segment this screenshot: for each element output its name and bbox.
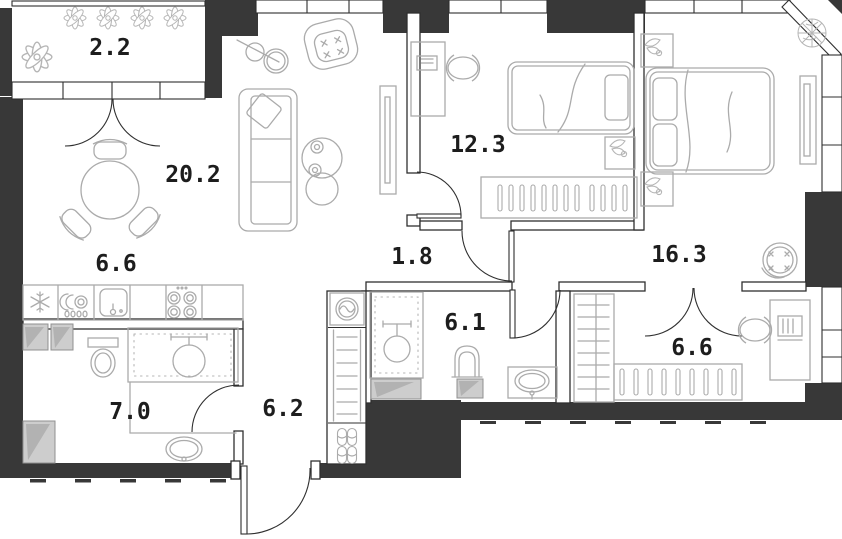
exterior-walls bbox=[0, 0, 842, 483]
kitchen-sink-icon bbox=[99, 288, 128, 317]
balcony-double-door bbox=[64, 98, 161, 147]
label-balcony: 2.2 bbox=[89, 35, 131, 61]
drying-rack bbox=[332, 329, 362, 422]
desk bbox=[410, 41, 446, 117]
room-closet bbox=[573, 293, 811, 403]
sofa bbox=[238, 88, 298, 232]
stove-icon bbox=[167, 286, 197, 319]
wardrobe-hangers bbox=[497, 184, 628, 212]
room-bedroom-1 bbox=[410, 41, 638, 219]
nightstand-bottom bbox=[640, 171, 674, 207]
label-bathroom-2: 7.0 bbox=[109, 399, 151, 425]
room-bedroom-2 bbox=[640, 18, 827, 279]
round-chair bbox=[761, 242, 798, 279]
label-entrance: 6.2 bbox=[262, 396, 304, 422]
mirror bbox=[799, 75, 817, 165]
sink bbox=[507, 366, 558, 400]
entrance-door bbox=[240, 465, 311, 535]
sink bbox=[129, 381, 237, 462]
closet-desk-chair bbox=[737, 316, 773, 344]
interior-walls bbox=[22, 12, 807, 480]
room-bathroom-1 bbox=[369, 291, 558, 400]
dining-set bbox=[55, 138, 165, 245]
wall-ticks bbox=[30, 421, 766, 483]
kitchen-counter bbox=[22, 284, 244, 321]
label-hallway: 1.8 bbox=[391, 244, 433, 270]
dish-rack-icon bbox=[59, 293, 88, 318]
service-shafts bbox=[22, 323, 484, 464]
window-right-upper bbox=[821, 54, 842, 193]
room-labels: 2.2 20.2 12.3 6.6 1.8 16.3 6.1 6.6 7.0 6… bbox=[89, 35, 713, 425]
closet-double-door bbox=[644, 287, 743, 337]
doors bbox=[64, 98, 743, 535]
single-bed bbox=[507, 61, 635, 135]
hall-corridor-door bbox=[461, 230, 515, 283]
window-top-bedroom1 bbox=[448, 0, 548, 14]
room-kitchen bbox=[22, 284, 244, 321]
plant bbox=[797, 18, 827, 48]
label-bathroom-1: 6.1 bbox=[444, 310, 486, 336]
label-bedroom-2: 16.3 bbox=[651, 242, 706, 268]
label-kitchen: 6.6 bbox=[95, 251, 137, 277]
window-top-living bbox=[255, 0, 384, 14]
fridge-icon bbox=[30, 291, 50, 313]
balcony-rail bbox=[11, 0, 206, 7]
room-bathroom-2 bbox=[87, 327, 239, 462]
balcony-door-band bbox=[11, 81, 206, 100]
tv-console bbox=[379, 85, 397, 195]
shower bbox=[127, 327, 239, 383]
closet-desk bbox=[769, 299, 811, 381]
label-living: 20.2 bbox=[165, 162, 220, 188]
window-right-lower bbox=[821, 286, 842, 384]
double-bed bbox=[645, 67, 775, 175]
laundry-column bbox=[328, 292, 366, 465]
shower bbox=[369, 291, 424, 379]
bedroom1-door bbox=[416, 171, 462, 219]
windows bbox=[11, 0, 842, 384]
toilet bbox=[451, 345, 483, 378]
nightstand-top bbox=[640, 33, 674, 68]
coffee-table bbox=[301, 137, 343, 206]
desk-chair bbox=[445, 54, 481, 82]
floor-lamp bbox=[236, 39, 289, 74]
bathroom2-door bbox=[191, 384, 240, 433]
nightstand bbox=[604, 136, 636, 170]
closet-wardrobe-bottom bbox=[613, 363, 743, 401]
armchair bbox=[303, 18, 359, 70]
window-top-bedroom2 bbox=[644, 0, 791, 14]
wardrobe bbox=[480, 176, 638, 219]
washing-machine bbox=[329, 292, 365, 326]
bathroom1-door bbox=[509, 289, 561, 339]
label-bedroom-1: 12.3 bbox=[450, 132, 505, 158]
room-living bbox=[55, 18, 397, 245]
toilet bbox=[87, 337, 119, 378]
label-closet: 6.6 bbox=[671, 335, 713, 361]
closet-wardrobe-left bbox=[573, 293, 615, 403]
